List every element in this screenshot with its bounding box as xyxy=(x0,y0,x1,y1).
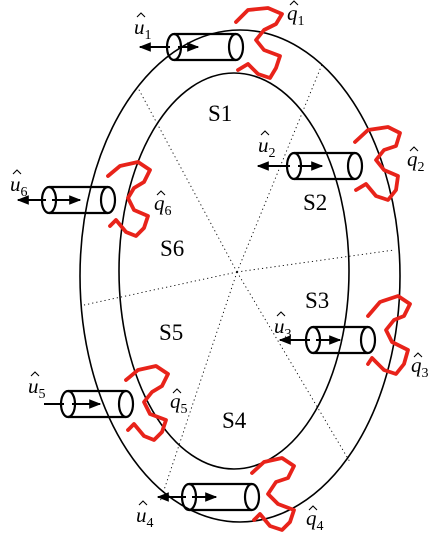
output-labels: q1 q2 q3 q4 q5 q6 xyxy=(154,0,429,534)
segment-label-1: S1 xyxy=(208,101,232,126)
actuator-2 xyxy=(256,125,402,202)
svg-text:q2: q2 xyxy=(407,147,425,175)
svg-text:u1: u1 xyxy=(134,15,152,43)
svg-text:q1: q1 xyxy=(287,1,305,29)
actuator-1 xyxy=(138,6,284,80)
output-label-3: q3 xyxy=(411,352,429,381)
segment-label-6: S6 xyxy=(160,236,184,261)
input-label-4: u4 xyxy=(136,500,154,531)
input-label-3: u3 xyxy=(274,311,292,342)
input-label-6: u6 xyxy=(10,169,28,200)
actuator-6 xyxy=(16,160,152,238)
svg-text:u3: u3 xyxy=(274,314,292,342)
output-label-6: q6 xyxy=(154,190,172,219)
hook-3 xyxy=(366,294,412,376)
input-labels: u1 u2 u3 u4 u5 u6 xyxy=(10,12,292,531)
output-label-4: q4 xyxy=(306,505,324,534)
svg-text:u6: u6 xyxy=(10,172,28,200)
svg-text:q5: q5 xyxy=(170,389,188,417)
segment-label-2: S2 xyxy=(303,190,327,215)
outer-ring xyxy=(79,29,401,523)
svg-text:q4: q4 xyxy=(306,506,324,534)
input-label-5: u5 xyxy=(28,371,46,402)
input-label-2: u2 xyxy=(258,130,276,161)
hook-6 xyxy=(106,160,152,238)
segment-label-4: S4 xyxy=(222,408,247,433)
svg-text:q3: q3 xyxy=(411,353,429,381)
hook-2 xyxy=(353,125,402,202)
hook-1 xyxy=(234,6,284,80)
output-label-1: q1 xyxy=(287,0,305,29)
svg-text:u2: u2 xyxy=(258,133,276,161)
hook-4 xyxy=(250,456,296,532)
segment-label-5: S5 xyxy=(159,320,183,345)
hook-5 xyxy=(124,364,170,442)
output-label-2: q2 xyxy=(407,146,425,175)
segment-labels: S1 S2 S3 S4 S5 S6 xyxy=(159,101,329,433)
input-label-1: u1 xyxy=(134,12,152,43)
actuator-3 xyxy=(278,294,412,376)
sector-dividers xyxy=(83,61,395,503)
svg-text:q6: q6 xyxy=(154,191,172,219)
svg-text:u4: u4 xyxy=(136,503,154,531)
segment-label-3: S3 xyxy=(305,288,329,313)
svg-text:u5: u5 xyxy=(28,374,46,402)
actuator-5 xyxy=(44,364,170,442)
actuator-4 xyxy=(156,456,296,532)
output-label-5: q5 xyxy=(170,388,188,417)
inner-ring xyxy=(118,72,350,470)
